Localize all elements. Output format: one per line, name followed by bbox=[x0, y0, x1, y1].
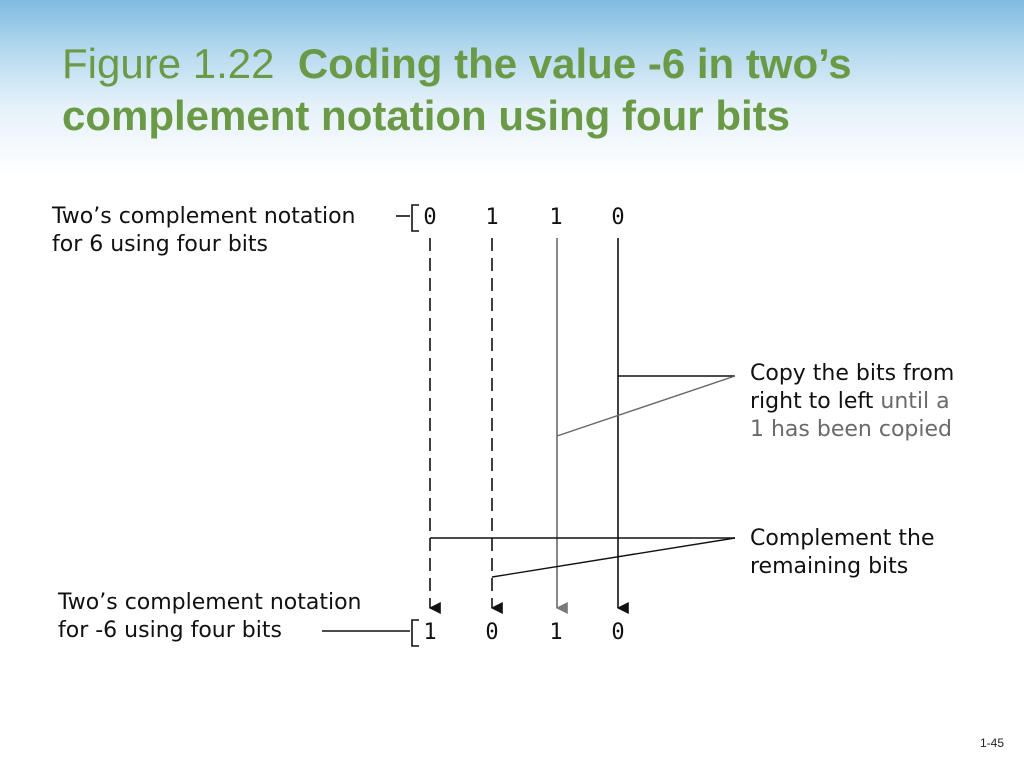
complement-note-line-2: remaining bits bbox=[750, 554, 908, 579]
slide-page-number: 1-45 bbox=[979, 736, 1004, 750]
complement-note-line-1: Complement the bbox=[750, 526, 935, 551]
top-bit-3: 1 bbox=[549, 205, 562, 230]
bottom-label-line-1: Two’s complement notation bbox=[57, 590, 361, 615]
slide-title: Figure 1.22 Coding the value -6 in two’s… bbox=[62, 38, 1002, 142]
bottom-bracket bbox=[411, 619, 419, 647]
copy-callout-line-2 bbox=[556, 375, 736, 437]
copy-note-line-1: Copy the bits from bbox=[750, 361, 954, 386]
complement-callout-line-2 bbox=[491, 537, 736, 578]
top-label-line-1: Two’s complement notation bbox=[51, 204, 355, 229]
top-label-line-2: for 6 using four bits bbox=[52, 232, 268, 257]
copy-note-line-3: 1 has been copied bbox=[750, 417, 952, 442]
bottom-label-line-2: for -6 using four bits bbox=[58, 618, 282, 643]
title-figure-number: Figure 1.22 bbox=[62, 40, 275, 87]
top-bit-4: 0 bbox=[611, 205, 624, 230]
top-bit-1: 0 bbox=[423, 205, 436, 230]
bottom-bit-2: 0 bbox=[485, 620, 498, 645]
copy-note-line-2: right to left until a bbox=[750, 389, 950, 414]
bottom-bit-3: 1 bbox=[549, 620, 562, 645]
header-gradient bbox=[0, 0, 1024, 175]
bottom-bit-4: 0 bbox=[611, 620, 624, 645]
top-bit-2: 1 bbox=[485, 205, 498, 230]
title-caption: Coding the value -6 in two’s complement … bbox=[62, 40, 852, 139]
top-bracket bbox=[411, 204, 419, 232]
bottom-bit-1: 1 bbox=[423, 620, 436, 645]
